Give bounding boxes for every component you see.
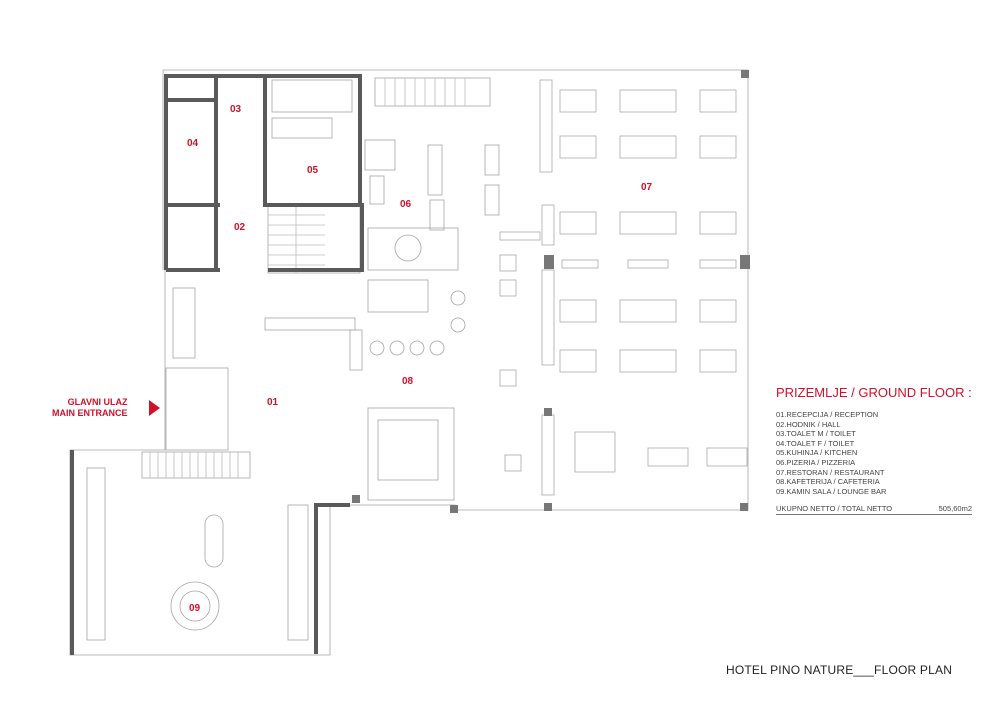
room-label-02: 02	[234, 222, 246, 233]
legend-title: PRIZEMLJE / GROUND FLOOR :	[776, 385, 972, 400]
legend-item: 07.RESTORAN / RESTAURANT	[776, 467, 885, 477]
room-label-09: 09	[189, 603, 201, 614]
total-value: 505,60m2	[938, 504, 972, 514]
legend-item: 01.RECEPCIJA / RECEPTION	[776, 410, 879, 419]
room-label-06: 06	[400, 199, 412, 210]
total-label: UKUPNO NETTO / TOTAL NETTO	[776, 504, 893, 514]
legend-total: UKUPNO NETTO / TOTAL NETTO 505,60m2	[776, 504, 972, 516]
stair-lounge	[141, 451, 251, 479]
room-label-01: 01	[267, 397, 279, 408]
bar-counter	[264, 317, 356, 331]
legend-item: 09.KAMIN SALA / LOUNGE BAR	[776, 486, 887, 496]
legend-item: 04.TOALET F / TOILET	[776, 438, 855, 448]
room-label-05: 05	[307, 165, 319, 176]
legend-item: 03.TOALET M / TOILET	[776, 429, 856, 439]
room-label-03: 03	[230, 104, 242, 115]
main-entrance-label: GLAVNI ULAZ MAIN ENTRANCE	[52, 397, 128, 419]
upper-stair	[374, 77, 491, 107]
legend-item: 02.HODNIK / HALL	[776, 419, 841, 429]
entrance-line-2: MAIN ENTRANCE	[52, 408, 128, 418]
entrance-line-1: GLAVNI ULAZ	[67, 397, 128, 407]
plan-caption: HOTEL PINO NATURE___FLOOR PLAN	[726, 663, 953, 677]
toilet-walls	[164, 74, 364, 272]
room-label-07: 07	[641, 182, 653, 193]
lounge-wall	[314, 503, 350, 654]
legend-item: 05.KUHINJA / KITCHEN	[776, 448, 858, 458]
legend: PRIZEMLJE / GROUND FLOOR : 01.RECEPCIJA …	[776, 385, 972, 516]
spiral-stair	[170, 581, 220, 631]
legend-item: 06.PIZERIA / PIZZERIA	[776, 457, 856, 467]
entrance-vestibule	[165, 367, 229, 451]
entrance-arrow-icon	[149, 400, 160, 416]
room-label-08: 08	[402, 376, 414, 387]
room-label-04: 04	[187, 138, 199, 149]
legend-item: 08.KAFETERIJA / CAFETERIA	[776, 477, 880, 487]
